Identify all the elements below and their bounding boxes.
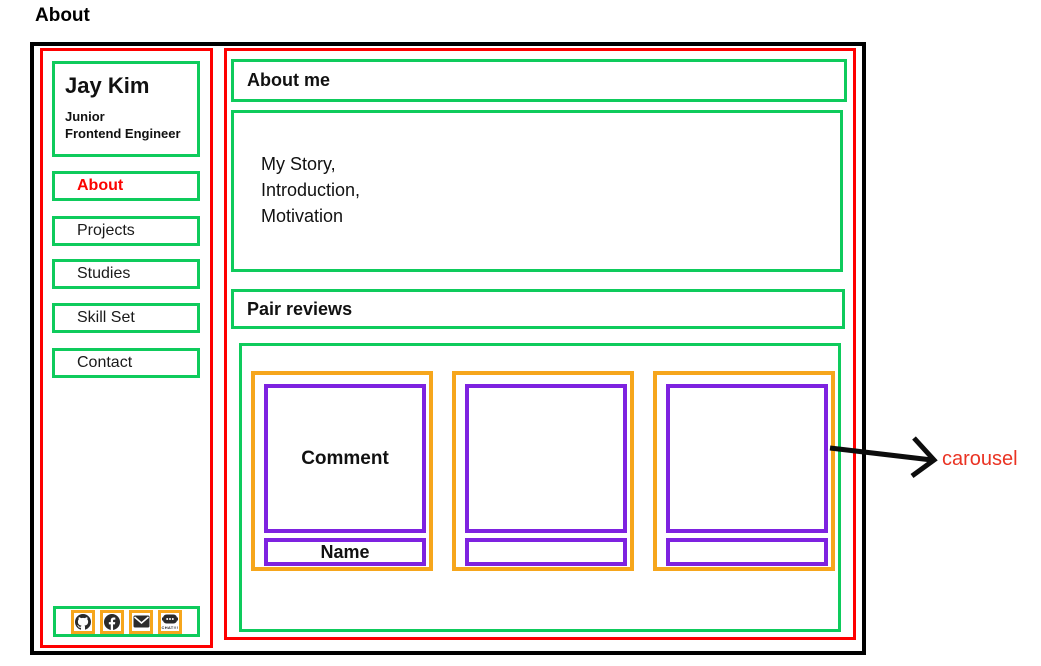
about-me-body: My Story, Introduction, Motivation — [231, 110, 843, 272]
sidebar-item-skillset[interactable]: Skill Set — [52, 303, 200, 333]
carousel-annotation: carousel — [942, 448, 1018, 470]
review-name-box — [465, 538, 627, 566]
sidebar-item-contact[interactable]: Contact — [52, 348, 200, 378]
review-name-box: Name — [264, 538, 426, 566]
social-links: CHAT!!! — [53, 606, 200, 637]
facebook-icon — [104, 613, 120, 630]
chat-icon-caption: CHAT!!! — [161, 624, 179, 630]
review-comment-box: Comment — [264, 384, 426, 533]
review-card[interactable] — [653, 371, 835, 571]
github-link[interactable] — [71, 609, 95, 634]
review-comment-box — [465, 384, 627, 533]
sidebar-item-projects[interactable]: Projects — [52, 216, 200, 246]
chat-link[interactable]: CHAT!!! — [158, 609, 182, 634]
review-name-box — [666, 538, 828, 566]
review-comment-box — [666, 384, 828, 533]
mail-link[interactable] — [129, 609, 153, 634]
pair-reviews-heading: Pair reviews — [231, 289, 845, 329]
sidebar-item-about[interactable]: About — [52, 171, 200, 201]
profile-card: Jay Kim Junior Frontend Engineer — [52, 61, 200, 157]
carousel-arrow-icon — [829, 436, 938, 479]
github-icon — [75, 613, 91, 630]
facebook-link[interactable] — [100, 609, 124, 634]
review-card[interactable] — [452, 371, 634, 571]
profile-name: Jay Kim — [65, 73, 150, 98]
review-card[interactable]: Comment Name — [251, 371, 433, 571]
mail-icon — [133, 615, 149, 628]
page-title: About — [35, 5, 90, 26]
about-me-heading: About me — [231, 59, 847, 102]
profile-role: Junior Frontend Engineer — [65, 109, 181, 141]
sidebar-item-studies[interactable]: Studies — [52, 259, 200, 289]
chat-icon — [162, 614, 178, 623]
